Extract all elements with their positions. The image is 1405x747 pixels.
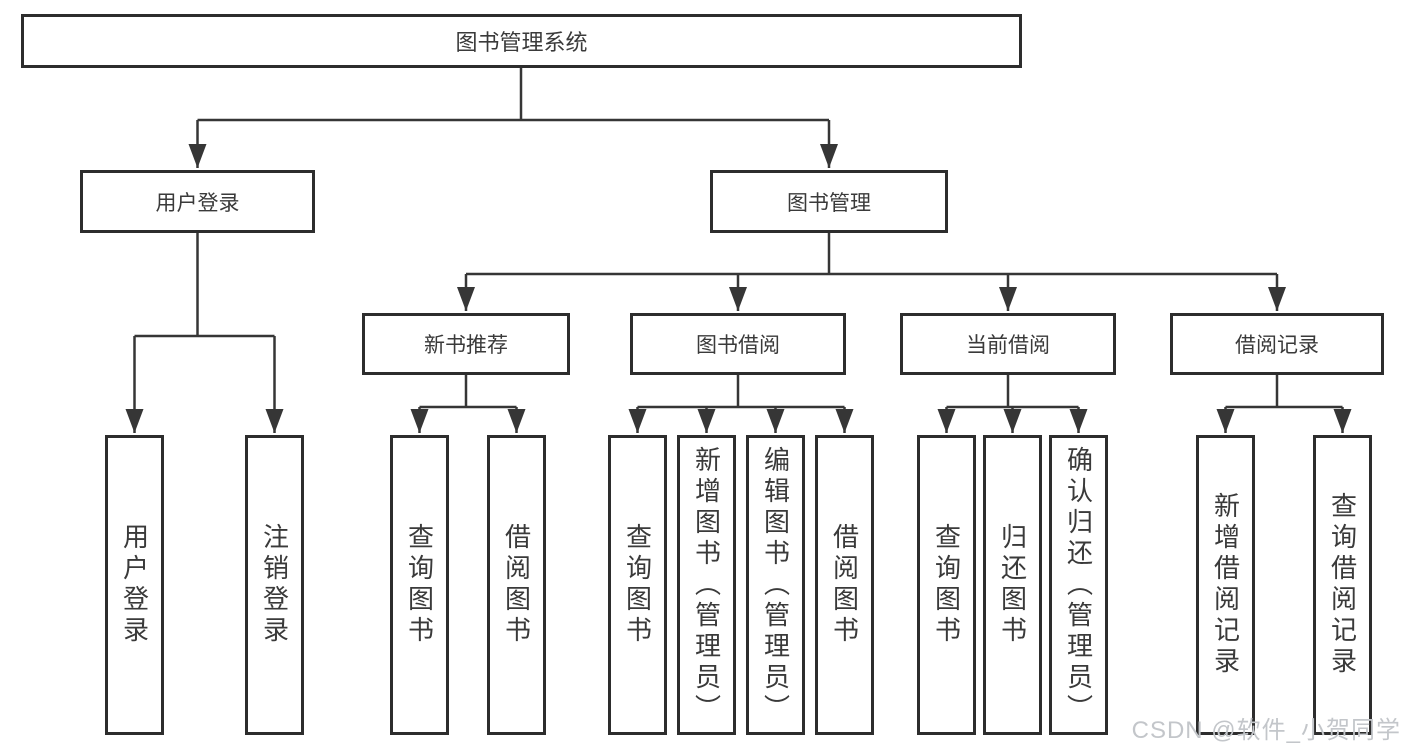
leaf-query-books-current: 查询图书 xyxy=(917,435,976,735)
leaf-add-books-admin: 新增图书（管理员） xyxy=(677,435,736,735)
node-library-system: 图书管理系统 xyxy=(21,14,1022,68)
leaf-borrow-books-recommend-label: 借阅图书 xyxy=(501,523,532,647)
leaf-return-books: 归还图书 xyxy=(983,435,1042,735)
leaf-add-books-admin-label: 新增图书（管理员） xyxy=(691,445,722,725)
leaf-add-borrow-record: 新增借阅记录 xyxy=(1196,435,1255,735)
leaf-confirm-return-admin: 确认归还（管理员） xyxy=(1049,435,1108,735)
leaf-query-books-recommend-label: 查询图书 xyxy=(404,523,435,647)
leaf-logout: 注销登录 xyxy=(245,435,304,735)
node-current-borrow: 当前借阅 xyxy=(900,313,1116,375)
leaf-logout-label: 注销登录 xyxy=(259,523,290,647)
node-user-login: 用户登录 xyxy=(80,170,315,233)
leaf-user-login-label: 用户登录 xyxy=(119,523,150,647)
leaf-query-borrow-record-label: 查询借阅记录 xyxy=(1327,492,1358,678)
node-book-management: 图书管理 xyxy=(710,170,948,233)
leaf-add-borrow-record-label: 新增借阅记录 xyxy=(1210,492,1241,678)
leaf-borrow-books: 借阅图书 xyxy=(815,435,874,735)
leaf-query-borrow-record: 查询借阅记录 xyxy=(1313,435,1372,735)
leaf-edit-books-admin-label: 编辑图书（管理员） xyxy=(760,445,791,725)
leaf-edit-books-admin: 编辑图书（管理员） xyxy=(746,435,805,735)
csdn-watermark: CSDN @软件_小贺同学 xyxy=(1131,717,1401,744)
leaf-query-books-borrow-label: 查询图书 xyxy=(622,523,653,647)
leaf-borrow-books-recommend: 借阅图书 xyxy=(487,435,546,735)
leaf-query-books-current-label: 查询图书 xyxy=(931,523,962,647)
leaf-confirm-return-admin-label: 确认归还（管理员） xyxy=(1063,445,1094,725)
leaf-user-login: 用户登录 xyxy=(105,435,164,735)
leaf-borrow-books-label: 借阅图书 xyxy=(829,523,860,647)
node-new-book-recommend: 新书推荐 xyxy=(362,313,570,375)
node-book-borrow: 图书借阅 xyxy=(630,313,846,375)
leaf-query-books-borrow: 查询图书 xyxy=(608,435,667,735)
node-borrow-records: 借阅记录 xyxy=(1170,313,1384,375)
leaf-query-books-recommend: 查询图书 xyxy=(390,435,449,735)
leaf-return-books-label: 归还图书 xyxy=(997,523,1028,647)
